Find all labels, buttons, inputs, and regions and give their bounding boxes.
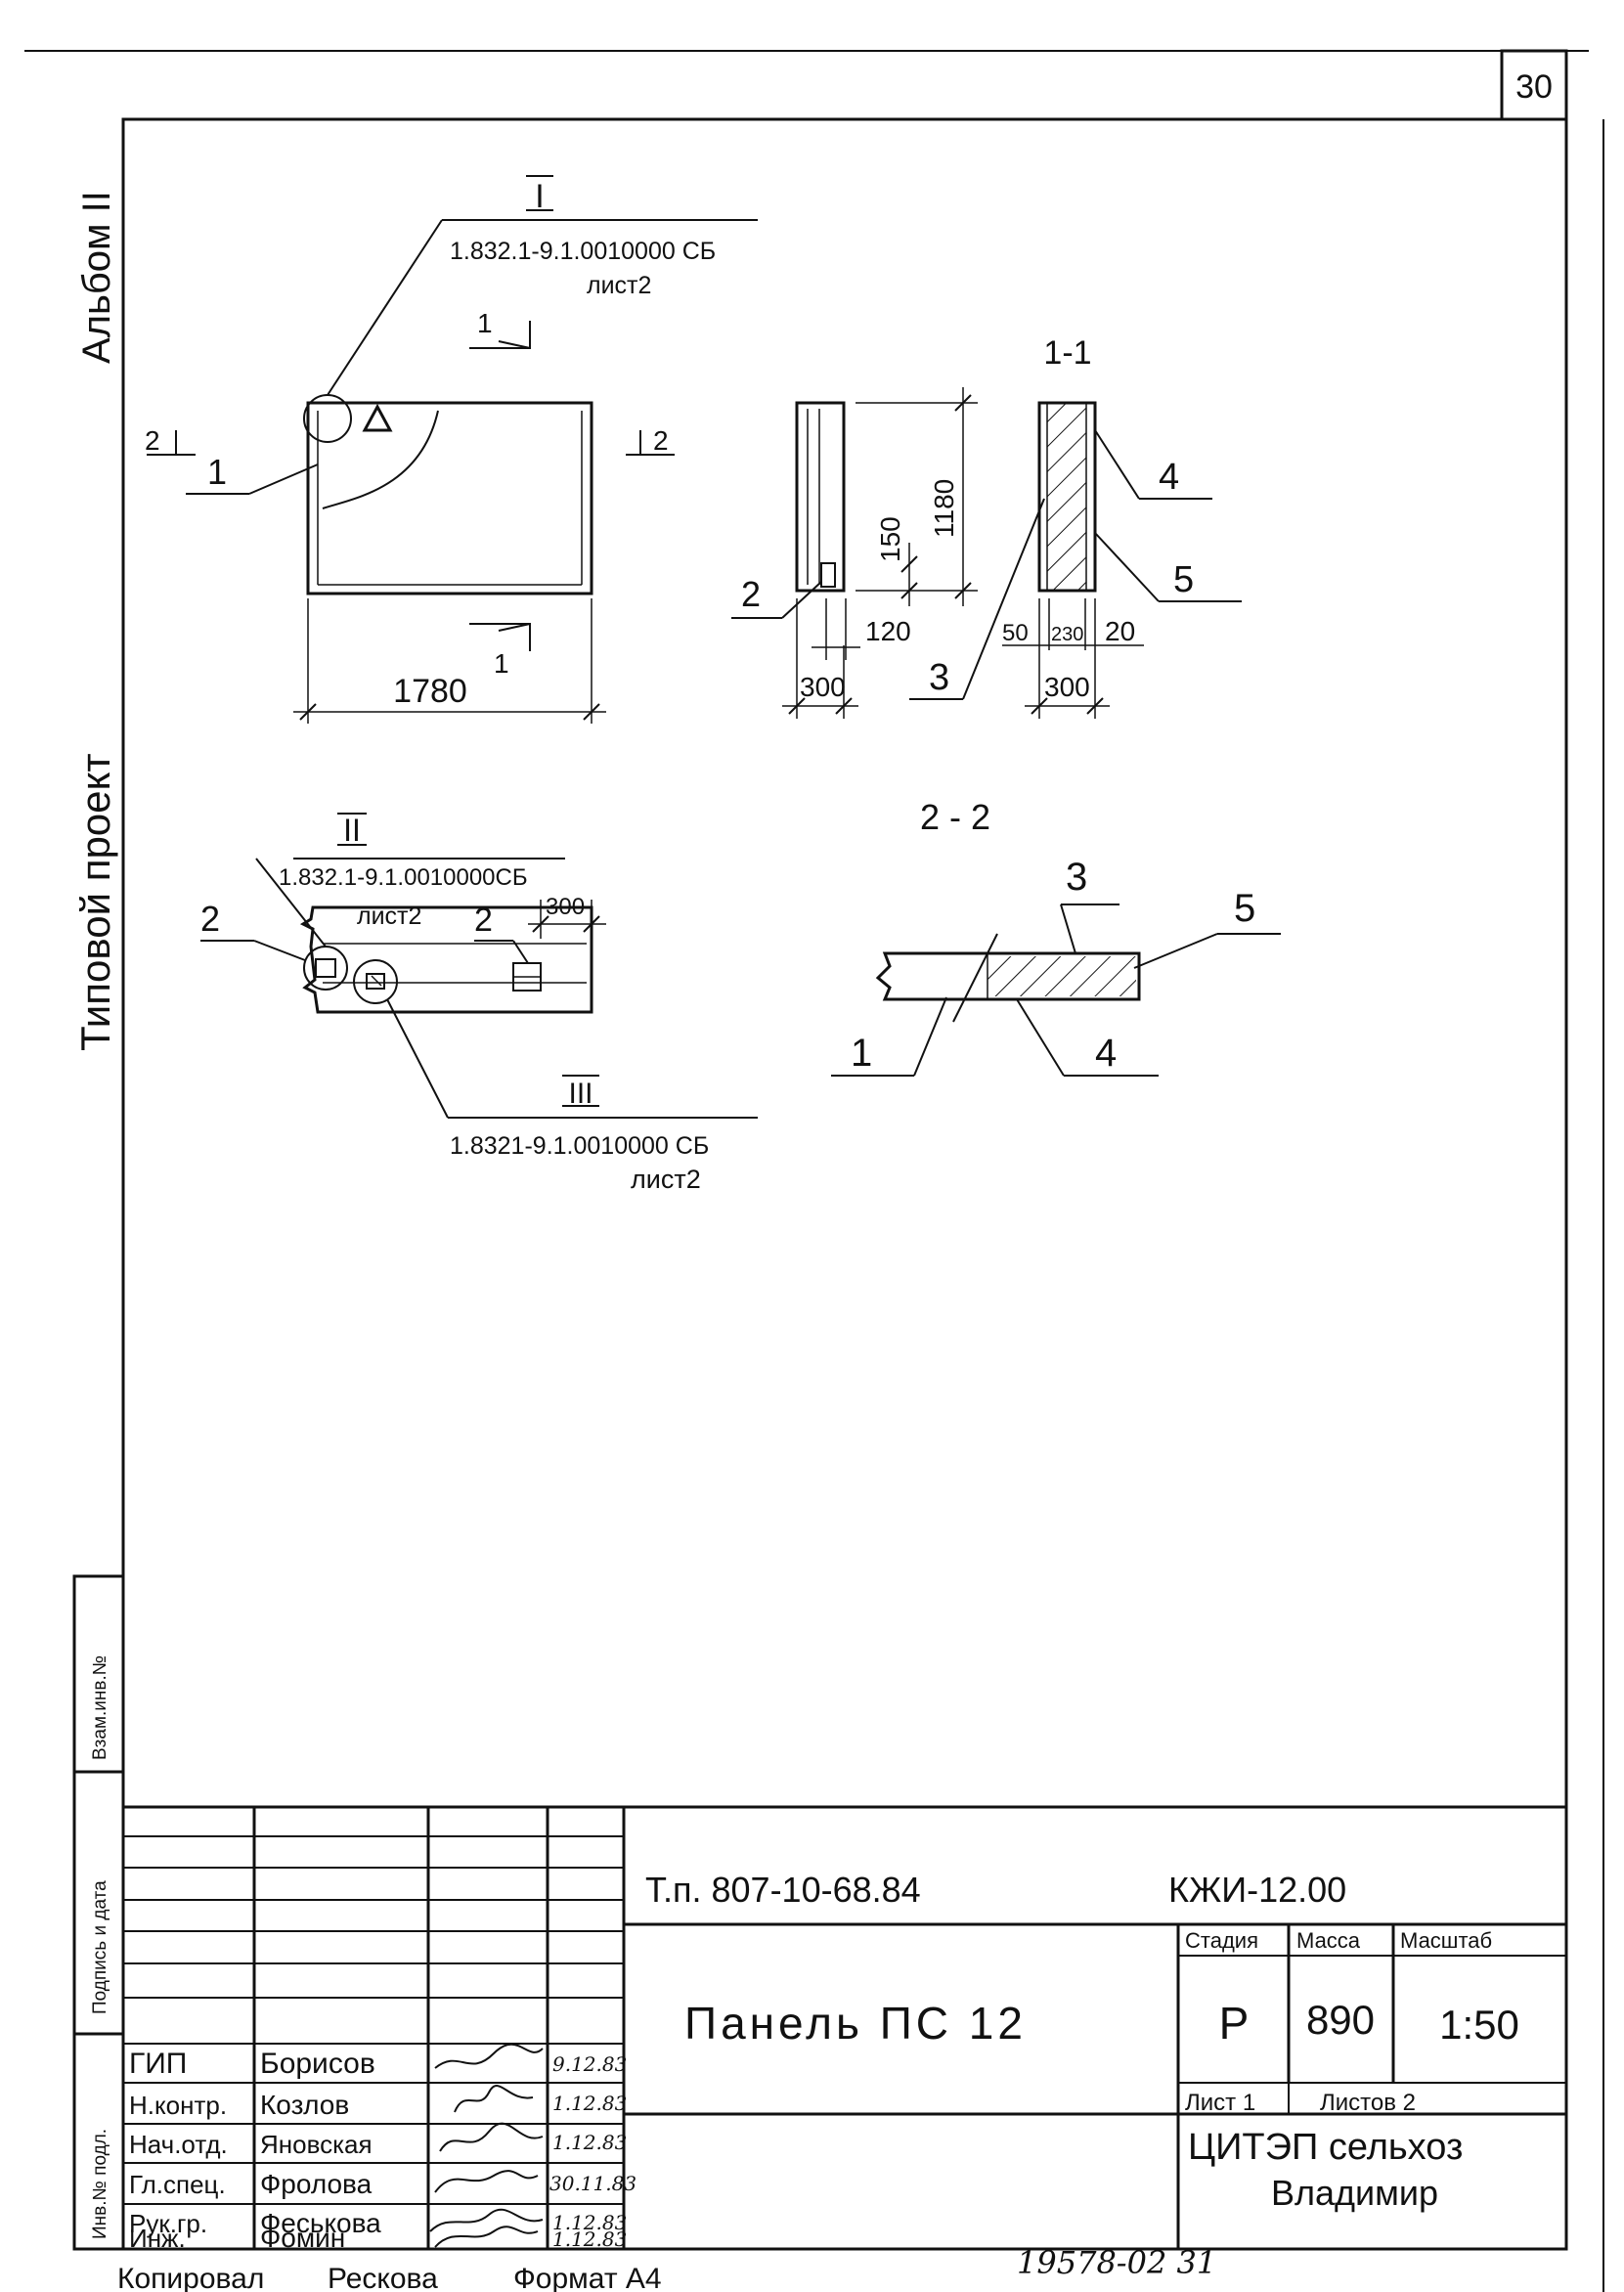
- mass-value: 890: [1306, 1997, 1375, 2043]
- stage-value: Р: [1219, 1998, 1250, 2049]
- role-dept-head: Нач.отд.: [129, 2130, 228, 2159]
- section-2-2-position-1: 1: [851, 1032, 872, 1075]
- section-mark-1-top: 1: [477, 308, 493, 338]
- strip-replace-label: Взам.инв.№: [90, 1655, 110, 1760]
- footer-copied: Копировал: [117, 2263, 264, 2292]
- product-mark: КЖИ-12.00: [1168, 1870, 1346, 1910]
- section-1-1-dim-20: 20: [1105, 616, 1135, 646]
- elev-callout-ref: 1.832.1-9.1.0010000 СБ: [450, 238, 716, 265]
- name-feskova: Феськова: [260, 2208, 381, 2238]
- role-chief-spec: Гл.спец.: [129, 2170, 226, 2199]
- signatures: [429, 2043, 544, 2248]
- org-line-1: ЦИТЭП сельхоз: [1188, 2127, 1463, 2168]
- elev-position-1: 1: [207, 452, 227, 492]
- project-label: Типовой проект: [72, 753, 118, 1051]
- strip-inv-label: Инв.№ подл.: [90, 2129, 110, 2239]
- signature-fomin: [434, 2226, 539, 2248]
- name-borisov: Борисов: [260, 2048, 375, 2080]
- org-line-2: Владимир: [1271, 2173, 1438, 2213]
- side-dim-1180: 1180: [929, 479, 959, 538]
- plan-callout-ref-top: 1.832.1-9.1.0010000СБ: [279, 864, 528, 891]
- footer-copier-name: Рескова: [328, 2263, 438, 2292]
- product-name: Панель ПС 12: [684, 1998, 1027, 2049]
- plan-position-2-left: 2: [200, 899, 220, 939]
- date-feskova: 1.12.83: [552, 2211, 627, 2234]
- plan-callout-sheet-top: лист2: [357, 903, 421, 930]
- signature-kozlov: [454, 2085, 534, 2113]
- section-1-1-position-5: 5: [1173, 559, 1194, 600]
- side-dim-120: 120: [865, 616, 911, 646]
- plan-position-2-right: 2: [474, 902, 493, 939]
- section-2-2-position-3: 3: [1066, 856, 1087, 899]
- section-2-2: [831, 904, 1281, 1077]
- sheet-label: Лист 1: [1185, 2090, 1255, 2116]
- signature-frolova: [434, 2170, 539, 2193]
- date-borisov: 9.12.83: [552, 2052, 627, 2076]
- section-1-1-dim-230: 230: [1051, 624, 1083, 645]
- scale-header: Масштаб: [1400, 1928, 1492, 1953]
- date-kozlov: 1.12.83: [552, 2092, 627, 2115]
- section-1-1-position-3: 3: [929, 657, 949, 698]
- section-2-2-title: 2 - 2: [920, 797, 990, 837]
- date-yanovskaya: 1.12.83: [552, 2131, 627, 2154]
- plan-callout-numeral-top: II: [343, 813, 361, 848]
- mass-header: Масса: [1296, 1928, 1361, 1953]
- archive-number: 19578-02 31: [1017, 2244, 1216, 2281]
- section-mark-2-left: 2: [145, 425, 160, 456]
- elev-callout-numeral: I: [535, 178, 544, 215]
- name-kozlov: Козлов: [260, 2090, 349, 2120]
- side-view: [731, 387, 978, 719]
- plan-callout-numeral-bottom: III: [568, 1078, 593, 1110]
- side-position-2: 2: [741, 574, 761, 614]
- side-dim-300: 300: [800, 672, 846, 702]
- strip-sign-label: Подпись и дата: [90, 1880, 110, 2014]
- signature-yanovskaya: [439, 2122, 544, 2152]
- role-norm-control: Н.контр.: [129, 2091, 227, 2120]
- section-1-1-dim-50: 50: [1002, 620, 1029, 646]
- date-fomin: 1.12.83: [552, 2227, 627, 2251]
- title-block-lines: [123, 1805, 1566, 2249]
- section-1-1-position-4: 4: [1159, 457, 1179, 498]
- section-2-2-position-4: 4: [1095, 1032, 1117, 1075]
- plan-view: [200, 858, 758, 1119]
- date-frolova: 30.11.83: [549, 2172, 636, 2195]
- section-mark-1-bottom: 1: [494, 648, 509, 679]
- elev-dim-length: 1780: [393, 673, 467, 710]
- doc-code: Т.п. 807-10-68.84: [645, 1870, 921, 1910]
- page-number: 30: [1515, 68, 1553, 106]
- plan-dim-300: 300: [546, 894, 585, 920]
- side-dim-150: 150: [875, 516, 905, 562]
- plan-callout-sheet-bottom: лист2: [631, 1165, 701, 1194]
- section-mark-2-right: 2: [653, 425, 669, 456]
- role-group-lead: Рук.гр.: [129, 2209, 207, 2238]
- section-1-1-title: 1-1: [1043, 334, 1091, 372]
- frame: [24, 49, 1604, 2292]
- album-label: Альбом II: [75, 191, 118, 364]
- sheets-label: Листов 2: [1320, 2090, 1416, 2116]
- section-1-1-dim-300: 300: [1044, 672, 1090, 702]
- plan-callout-ref-bottom: 1.8321-9.1.0010000 СБ: [450, 1132, 709, 1160]
- signature-borisov: [434, 2043, 544, 2069]
- name-yanovskaya: Яновская: [260, 2130, 373, 2159]
- name-frolova: Фролова: [260, 2169, 373, 2199]
- stage-header: Стадия: [1185, 1928, 1258, 1953]
- left-strip: [72, 1574, 125, 2251]
- section-1-1: [909, 401, 1242, 719]
- footer-format: Формат А4: [513, 2263, 662, 2292]
- name-fomin: Фомин: [260, 2223, 345, 2253]
- section-2-2-position-5: 5: [1234, 887, 1255, 930]
- role-gip: ГИП: [129, 2048, 187, 2080]
- scale-value: 1:50: [1439, 2002, 1519, 2048]
- signature-feskova: [429, 2208, 544, 2232]
- elev-callout-sheet: лист2: [587, 272, 651, 299]
- role-engineer: Инж.: [129, 2224, 186, 2253]
- elevation-view: [147, 219, 758, 724]
